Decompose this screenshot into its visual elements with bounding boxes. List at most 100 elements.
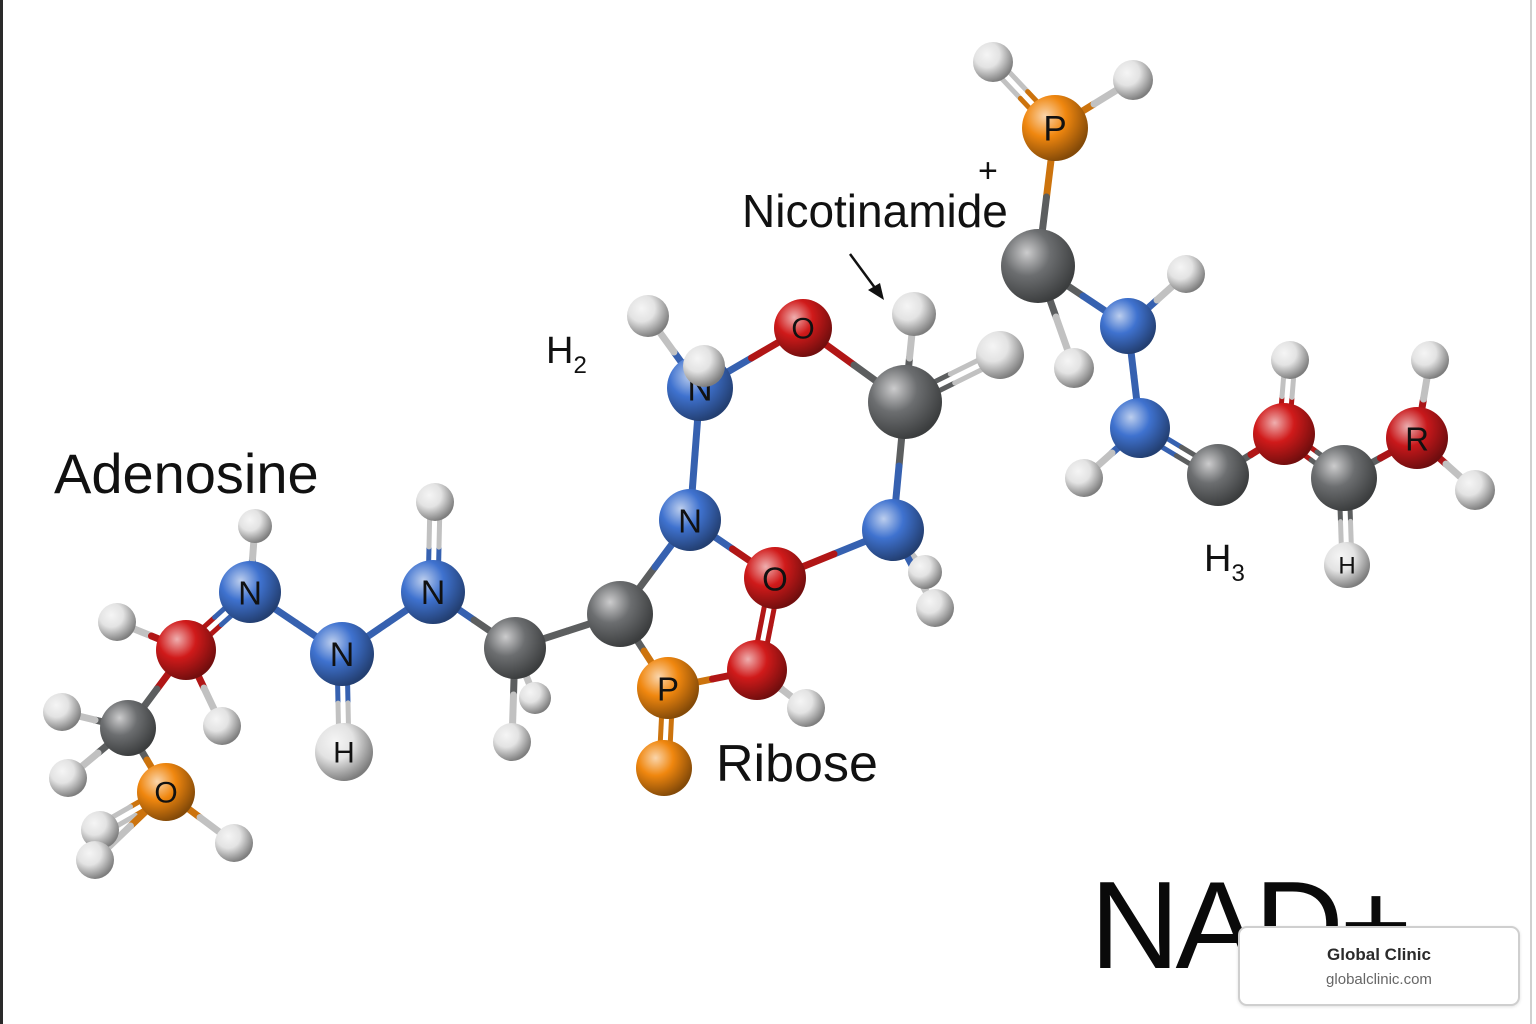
atom-o3-letter: O — [762, 561, 788, 598]
atom-o1 — [156, 620, 216, 680]
atom-o4-sphere — [727, 640, 787, 700]
atom-h2 — [238, 509, 272, 543]
atom-r1-letter: R — [1405, 421, 1429, 458]
atom-n3-letter: N — [421, 574, 446, 612]
atom-h9-sphere — [315, 723, 373, 781]
atom-h5-sphere — [49, 759, 87, 797]
atom-h20-sphere — [973, 42, 1013, 82]
atom-h24 — [1065, 459, 1103, 497]
atom-h10-sphere — [416, 483, 454, 521]
atom-o1-sphere — [156, 620, 216, 680]
atom-c6-sphere — [1187, 444, 1249, 506]
atom-r1: R — [1386, 407, 1448, 469]
atom-h21 — [1113, 60, 1153, 100]
label-h2: H2 — [546, 332, 587, 378]
atom-c2 — [484, 617, 546, 679]
atom-h20 — [973, 42, 1013, 82]
atom-h3-sphere — [203, 707, 241, 745]
right-border — [1530, 0, 1532, 1024]
atom-h8-sphere — [215, 824, 253, 862]
atom-o2: O — [774, 299, 832, 357]
atom-h10 — [416, 483, 454, 521]
atom-n1-sphere — [219, 561, 281, 623]
atom-n7 — [1100, 298, 1156, 354]
left-border — [0, 0, 3, 1024]
atom-h15 — [892, 292, 936, 336]
atom-c6 — [1187, 444, 1249, 506]
atom-n3-sphere — [401, 560, 465, 624]
watermark-url[interactable]: globalclinic.com — [1326, 971, 1432, 988]
atom-h2-sphere — [238, 509, 272, 543]
atom-p1-letter: O — [154, 777, 177, 810]
atom-h14-sphere — [683, 345, 725, 387]
atom-o5-sphere — [1253, 403, 1315, 465]
label-plus-charge: + — [978, 152, 998, 190]
label-h3-subscript: 3 — [1231, 560, 1245, 587]
atom-h26 — [1411, 341, 1449, 379]
atom-h25-sphere — [1271, 341, 1309, 379]
atom-h13 — [627, 295, 669, 337]
atom-h5 — [49, 759, 87, 797]
atom-h28-sphere — [1324, 542, 1370, 588]
atom-h22-sphere — [1054, 348, 1094, 388]
atom-n7-sphere — [1100, 298, 1156, 354]
atom-h26-sphere — [1411, 341, 1449, 379]
atom-p4: P — [1022, 95, 1088, 161]
label-ribose: Ribose — [716, 735, 878, 793]
atom-p4-sphere — [1022, 95, 1088, 161]
atom-h23 — [1167, 255, 1205, 293]
atom-c4 — [868, 365, 942, 439]
atom-c7 — [1311, 445, 1377, 511]
atom-h16-sphere — [976, 331, 1024, 379]
atom-c7-sphere — [1311, 445, 1377, 511]
atom-c3-sphere — [587, 581, 653, 647]
atom-p4-letter: P — [1043, 110, 1066, 149]
atom-c5-sphere — [1001, 229, 1075, 303]
atom-n6-sphere — [862, 499, 924, 561]
atom-h19 — [787, 689, 825, 727]
atom-n2-letter: N — [330, 636, 355, 674]
atom-h6 — [81, 811, 119, 849]
atom-o2-sphere — [774, 299, 832, 357]
atom-n4-letter: N — [678, 503, 702, 540]
atom-h16 — [976, 331, 1024, 379]
atom-h25 — [1271, 341, 1309, 379]
atom-n1-letter: N — [238, 575, 262, 612]
atom-h28-letter: H — [1338, 553, 1355, 580]
atom-h23-sphere — [1167, 255, 1205, 293]
label-adenosine: Adenosine — [54, 442, 319, 505]
atom-n2-sphere — [310, 622, 374, 686]
watermark-badge[interactable]: Global Clinic globalclinic.com — [1238, 926, 1520, 1006]
atom-o3-sphere — [744, 547, 806, 609]
label-h3-symbol: H — [1204, 538, 1232, 580]
atom-n4-sphere — [659, 489, 721, 551]
atom-h18 — [916, 589, 954, 627]
atom-n3: N — [401, 560, 465, 624]
watermark-name: Global Clinic — [1327, 945, 1431, 964]
atom-c3 — [587, 581, 653, 647]
label-h2-symbol: H — [546, 330, 574, 372]
label-h2-subscript: 2 — [573, 352, 587, 379]
atom-h15-sphere — [892, 292, 936, 336]
atom-h21-sphere — [1113, 60, 1153, 100]
atom-n1: N — [219, 561, 281, 623]
atom-c1 — [100, 700, 156, 756]
atom-c1-sphere — [100, 700, 156, 756]
atom-o5 — [1253, 403, 1315, 465]
atom-h3 — [203, 707, 241, 745]
atom-h17 — [908, 555, 942, 589]
atom-h6-sphere — [81, 811, 119, 849]
atom-h4-sphere — [43, 693, 81, 731]
atom-o3: O — [744, 547, 806, 609]
atom-h24-sphere — [1065, 459, 1103, 497]
atom-h19-sphere — [787, 689, 825, 727]
atom-h17-sphere — [908, 555, 942, 589]
atom-h9-letter: H — [333, 737, 355, 770]
atom-h27 — [1455, 470, 1495, 510]
atom-h4 — [43, 693, 81, 731]
atom-h1-sphere — [98, 603, 136, 641]
atom-h1 — [98, 603, 136, 641]
label-nicotinamide: Nicotinamide — [742, 185, 1008, 237]
atom-h11-sphere — [519, 682, 551, 714]
